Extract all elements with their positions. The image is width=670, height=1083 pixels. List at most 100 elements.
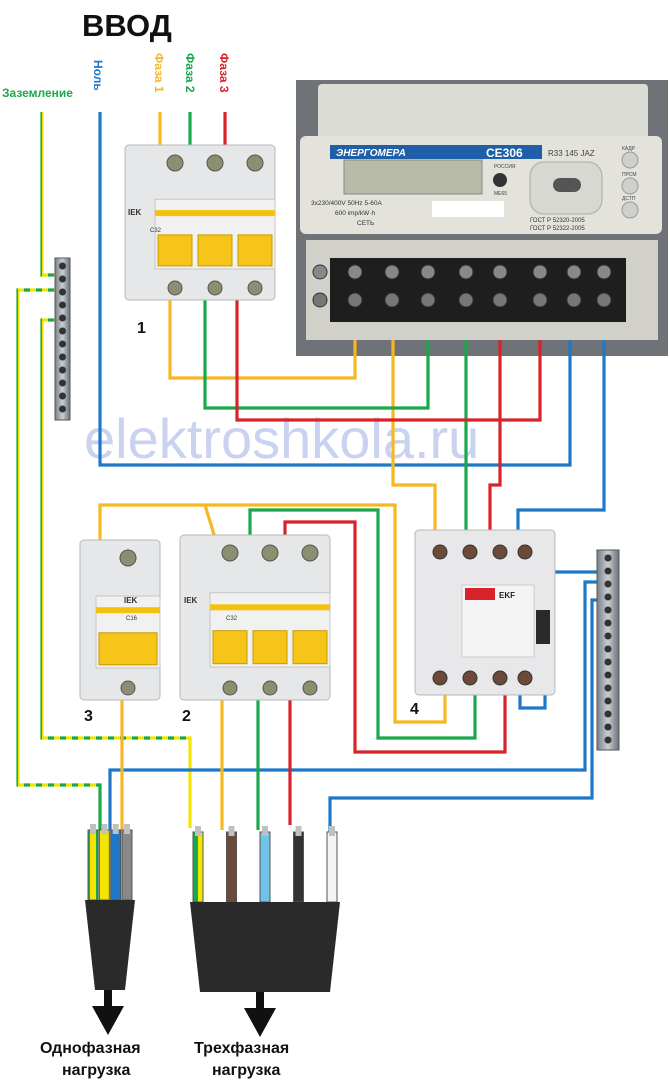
label-phase3: Фаза 3 <box>217 53 231 93</box>
breaker1-rating: C32 <box>150 228 162 234</box>
terminal-screw-icon <box>221 544 239 562</box>
meter-terminal-screw <box>384 264 400 280</box>
breaker2-rating: C32 <box>226 616 238 622</box>
terminal-screw-icon <box>167 280 183 296</box>
cable-core-conductor <box>262 826 268 836</box>
meter-terminal-screw <box>566 264 582 280</box>
bus-screw-icon <box>604 697 612 705</box>
arrow-down-icon <box>244 1008 276 1037</box>
cable-core-conductor <box>195 826 201 836</box>
meter-button-label-1: КАДР <box>622 146 636 152</box>
phase1-rcd-to-breakers <box>98 503 447 724</box>
bus-screw-icon <box>59 366 66 374</box>
bus-screw-icon <box>604 580 612 588</box>
terminal-screw-icon <box>301 544 319 562</box>
neutral-bus-to-three-load <box>328 598 598 832</box>
phase2-rcd-to-breaker2 <box>248 508 477 740</box>
rcd-lever <box>536 610 550 644</box>
breaker3-brand: IEK <box>124 596 138 605</box>
breaker2-number: 2 <box>182 708 191 725</box>
cable-core <box>293 831 304 903</box>
meter-button-3[interactable] <box>621 201 639 219</box>
bus-screw-icon <box>604 723 612 731</box>
terminal-screw-icon <box>462 544 478 560</box>
bus-screw-icon <box>604 658 612 666</box>
terminal-screw-icon <box>517 670 533 686</box>
bus-screw-icon <box>604 736 612 744</box>
breaker-toggle <box>98 632 158 666</box>
cable-core <box>87 829 99 901</box>
phase1-breaker1-to-meter <box>168 300 357 380</box>
meter-terminal-screw <box>347 292 363 308</box>
meter-gost2: ГОСТ Р 52322-2005 <box>530 226 585 232</box>
meter-button-1[interactable] <box>621 151 639 169</box>
meter-terminal-screw <box>458 292 474 308</box>
bus-screw-icon <box>59 379 66 387</box>
terminal-screw-icon <box>207 280 223 296</box>
three-phase-cable <box>190 826 340 1037</box>
neutral-input-wire <box>98 112 572 467</box>
cable-core-conductor <box>90 824 96 834</box>
title: ВВОД <box>82 8 172 43</box>
circuit-breaker-1-yellow-stripe <box>155 210 275 217</box>
single-phase-cable <box>85 824 135 1035</box>
breaker3-number: 3 <box>84 708 93 725</box>
terminal-screw-icon <box>262 680 278 696</box>
meter-specs: 3x230/400V 50Hz 5-60A <box>311 200 382 207</box>
bus-screw-icon <box>604 684 612 692</box>
breaker-toggle <box>212 630 248 665</box>
terminal-screw-icon <box>517 544 533 560</box>
terminal-screw-icon <box>261 544 279 562</box>
circuit-breaker-2-yellow-stripe <box>210 604 330 611</box>
phase1-meter-to-rcd <box>391 340 437 540</box>
rcd4-brand: EKF <box>499 591 515 600</box>
terminal-screw-icon <box>462 670 478 686</box>
single-phase-label-line1: Однофазная <box>40 1040 141 1057</box>
three-phase-label-line1: Трехфазная <box>194 1040 289 1057</box>
meter-brand: ЭНЕРГОМЕРА <box>336 148 406 159</box>
arrow-down-icon <box>92 1006 124 1035</box>
meter-button-2[interactable] <box>621 177 639 195</box>
neutral-meter-to-rcd <box>516 340 606 540</box>
meter-terminal-screw <box>532 264 548 280</box>
arrow-shaft <box>104 990 112 1008</box>
cable-core <box>192 831 204 903</box>
neutral-rcd-to-bus <box>518 570 598 710</box>
bus-screw-icon <box>604 671 612 679</box>
ground-bus-bar <box>54 257 71 421</box>
phase2-breaker1-to-meter <box>203 300 430 410</box>
bus-screw-icon <box>59 327 66 335</box>
cable-core-conductor <box>112 824 119 834</box>
ground-wire-three-phase <box>40 318 192 828</box>
meter-terminal-screw <box>596 292 612 308</box>
breaker1-brand: IEK <box>128 208 142 217</box>
cable-core-conductor <box>101 824 108 834</box>
cable-core <box>110 829 122 901</box>
cable-core <box>226 831 237 903</box>
phase3-breaker1-to-meter <box>235 300 542 422</box>
terminal-screw-icon <box>206 154 224 172</box>
label-phase2: Фаза 2 <box>183 53 197 93</box>
cable-core <box>121 829 133 901</box>
neutral-bus-bar <box>596 549 620 751</box>
meter-terminal-screw <box>492 292 508 308</box>
meter-gost1: ГОСТ Р 52320-2005 <box>530 218 585 224</box>
terminal-screw-icon <box>432 670 448 686</box>
meter-terminal-screw <box>458 264 474 280</box>
meter-terminal-screw <box>347 264 363 280</box>
terminal-screw-icon <box>432 544 448 560</box>
bus-screw-icon <box>604 593 612 601</box>
terminal-screw-icon <box>222 680 238 696</box>
ground-input-wire <box>40 112 62 277</box>
meter-cert: ME65 <box>494 191 507 197</box>
breaker-toggle <box>237 234 273 267</box>
meter-terminal-screw <box>492 264 508 280</box>
cable-jacket <box>190 902 340 992</box>
wires <box>16 112 606 832</box>
cable-core-conductor <box>228 826 235 836</box>
meter-terminal-screw <box>596 264 612 280</box>
terminal-screw-icon <box>120 680 136 696</box>
rcd-brand-badge <box>465 588 495 600</box>
meter-terminal-screw <box>312 264 328 280</box>
